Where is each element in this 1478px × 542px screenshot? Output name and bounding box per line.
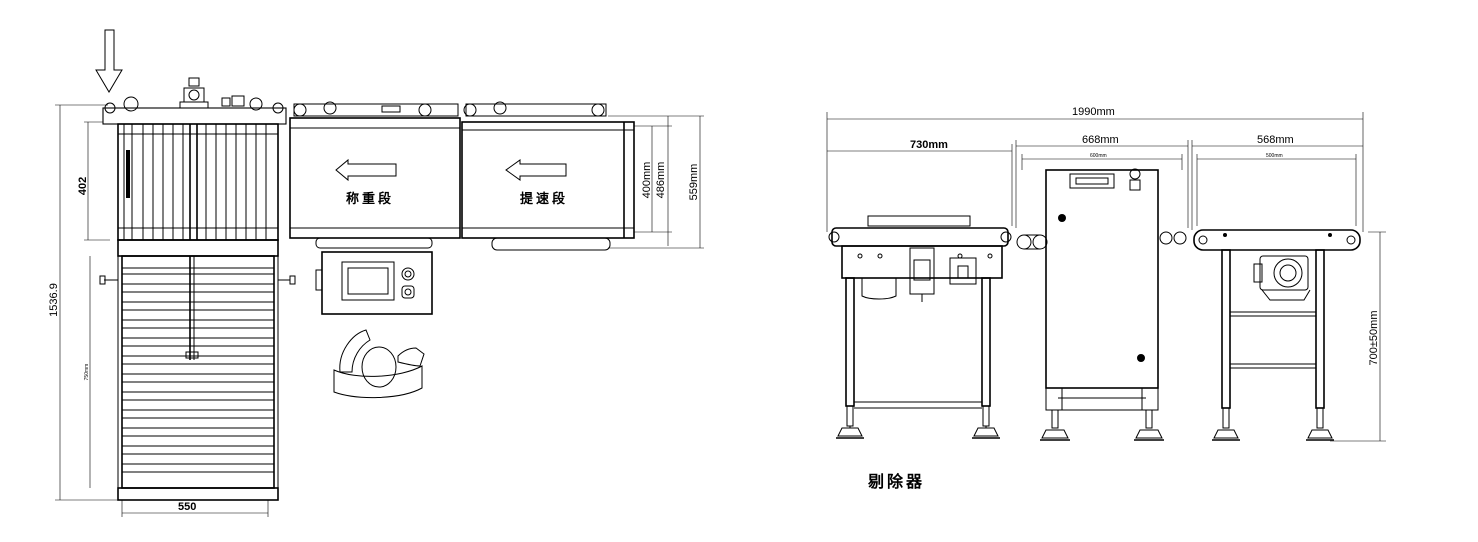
rejector-unit [828,215,1012,439]
valve-icon [179,77,245,109]
infeed-frame [117,123,279,241]
dimension-rejector: 730mm [827,139,1013,226]
dim-weigher-label: 668mm [1082,134,1119,146]
dim-rejector-label: 730mm [910,139,948,151]
infeed-rollers [118,124,278,240]
weigher-cabinet [1040,168,1164,441]
dimension-belt-widths: 400mm 486mm 559mm [608,115,704,249]
dim-overall-label: 1990mm [1072,106,1115,118]
speedup-section-label: 提速段 [520,191,568,207]
weigh-section-label: 称重段 [346,191,394,207]
dim-frame-559-label: 559mm [688,164,700,201]
dimension-overall: 1990mm [826,106,1364,232]
weigh-direction-arrow-icon [335,158,397,182]
dim-height-label: 700±50mm [1368,311,1380,366]
dim-belt-486-label: 486mm [655,162,667,199]
transfer-pulley [1016,231,1187,250]
motor-icon [1253,255,1311,301]
dim-belt-400-label: 400mm [641,162,653,199]
side-view: 1990mm 730mm 668mm 600mm 568mm [826,106,1386,491]
roller-conveyor: 750mm [84,239,296,501]
dim-infeed-label: 568mm [1257,134,1294,146]
weigh-section: 称重段 [289,101,461,249]
rejector-caption: 剔除器 [867,472,925,491]
dim-bottom-width-label: 550 [178,501,196,513]
dim-weigher-inner-label: 600mm [1090,153,1107,159]
dimension-infeed-width: 402 [77,121,110,241]
dim-infeed-inner-label: 500mm [1266,153,1283,159]
operator-figure-icon [333,329,425,399]
infeed-top-plate [102,107,287,125]
infeed-conveyor [1193,229,1361,441]
dimension-bottom-width: 550 [121,500,269,517]
speedup-section: 提速段 [461,101,635,251]
dimension-total-length: 1536.9 [48,104,118,501]
dimension-infeed: 568mm 500mm [1191,134,1363,230]
dimension-weigher: 668mm 600mm [1015,134,1189,228]
dim-total-length-label: 1536.9 [48,283,60,317]
dim-side-small-label: 750mm [84,364,90,381]
flow-direction-arrow-icon [95,29,123,93]
top-view: 1536.9 402 [48,29,704,517]
dimension-height: 700±50mm [1330,231,1386,442]
control-cabinet [315,251,433,315]
speedup-direction-arrow-icon [505,159,567,181]
dim-infeed-width-label: 402 [77,177,89,195]
